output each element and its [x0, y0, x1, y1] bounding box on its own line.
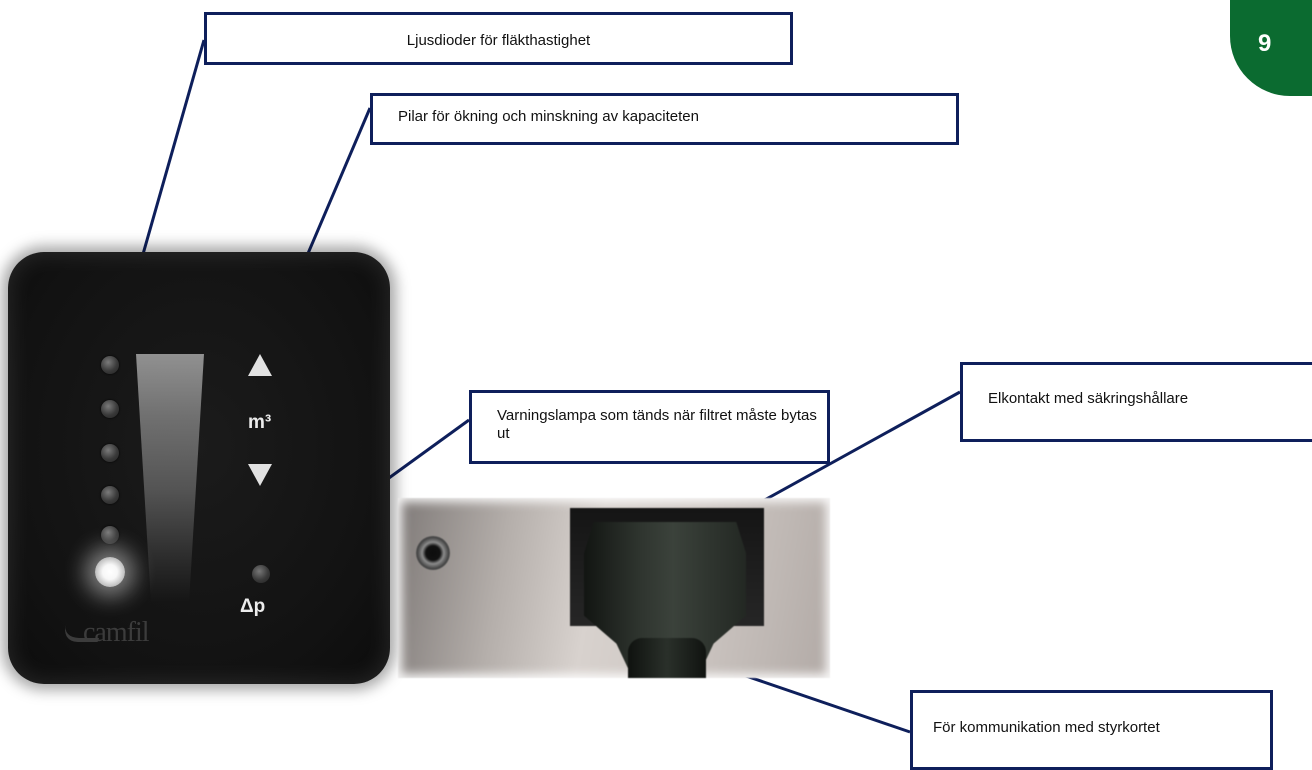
- fan-speed-led: [101, 444, 119, 462]
- speed-ramp-graphic: [136, 354, 204, 602]
- callout-led-text: Ljusdioder för fläkthastighet: [406, 32, 591, 49]
- callout-power: Elkontakt med säkringshållare: [960, 362, 1312, 442]
- callout-communication-text: För kommunikation med styrkortet: [933, 719, 1160, 736]
- connector-plate-photo: [398, 498, 830, 678]
- callout-warning: Varningslampa som tänds när filtret måst…: [469, 390, 830, 464]
- callout-arrows-text: Pilar för ökning och minskning av kapaci…: [398, 108, 699, 125]
- control-panel-photo: m³ Δp camfil: [8, 252, 390, 684]
- fan-speed-led: [101, 356, 119, 374]
- decrease-arrow-icon[interactable]: [248, 464, 272, 486]
- power-cable: [628, 638, 706, 678]
- callout-communication: För kommunikation med styrkortet: [910, 690, 1273, 770]
- fan-speed-led-active: [95, 557, 125, 587]
- fan-speed-led: [101, 400, 119, 418]
- increase-arrow-icon[interactable]: [248, 354, 272, 376]
- callout-warning-text: Varningslampa som tänds när filtret måst…: [497, 407, 817, 442]
- callout-arrows: Pilar för ökning och minskning av kapaci…: [370, 93, 959, 145]
- communication-jack: [416, 536, 450, 570]
- brand-logo: camfil: [83, 617, 150, 648]
- callout-power-text: Elkontakt med säkringshållare: [988, 390, 1189, 407]
- fan-speed-led: [101, 526, 119, 544]
- page-number-badge: 9: [1230, 0, 1312, 96]
- filter-warning-lamp: [252, 565, 270, 583]
- page-number: 9: [1258, 30, 1272, 57]
- pressure-label: Δp: [240, 596, 266, 617]
- fan-speed-led: [101, 486, 119, 504]
- callout-led: Ljusdioder för fläkthastighet: [204, 12, 793, 65]
- volume-unit-label: m³: [248, 412, 272, 433]
